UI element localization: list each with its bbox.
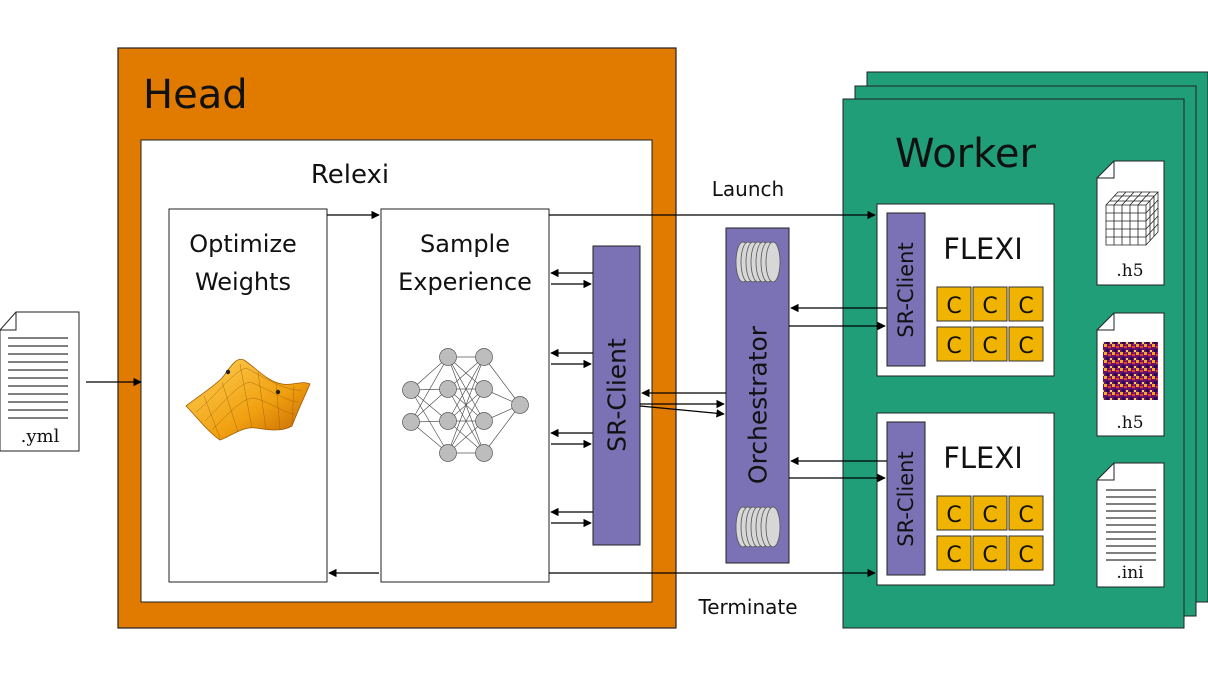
sample-label-line1: Sample	[420, 230, 510, 258]
flexi-label-1: FLEXI	[943, 232, 1023, 266]
core-cell	[1008, 495, 1044, 531]
document-icon	[8, 337, 68, 419]
core-cell	[936, 286, 972, 322]
params-file-label: .ini	[1116, 563, 1144, 583]
params-file: .ini	[1096, 462, 1165, 588]
head-sr-client-box	[592, 245, 641, 546]
mesh-cube-icon	[1105, 191, 1159, 246]
core-cell	[972, 326, 1008, 362]
sample-label-line2: Experience	[398, 268, 532, 296]
field-file-label: .h5	[1116, 413, 1143, 433]
document-icon	[1106, 489, 1156, 561]
surface-plot-icon	[185, 358, 311, 441]
input-file: .yml	[0, 311, 80, 452]
core-cell	[1008, 326, 1044, 362]
core-cell	[936, 495, 972, 531]
terminate-label: Terminate	[697, 595, 797, 619]
core-cell	[972, 495, 1008, 531]
optimize-label-line2: Weights	[195, 268, 291, 296]
worker-title: Worker	[895, 131, 1036, 177]
core-cell	[972, 286, 1008, 322]
noise-field-icon	[1103, 342, 1158, 400]
core-label: C	[982, 503, 997, 528]
core-label: C	[1018, 543, 1033, 568]
launch-label: Launch	[712, 177, 784, 201]
worker-sr-client-label-1: SR-Client	[894, 242, 918, 337]
core-label: C	[1018, 334, 1033, 359]
field-file: .h5	[1096, 312, 1165, 437]
database-icon	[735, 241, 781, 283]
core-label: C	[982, 543, 997, 568]
core-label: C	[946, 503, 961, 528]
flexi-label-2: FLEXI	[943, 441, 1023, 475]
head-panel: Head Relexi Optimize Weights Sa	[117, 47, 677, 629]
input-file-label: .yml	[21, 426, 60, 447]
mesh-file-label: .h5	[1116, 261, 1143, 281]
worker-sr-client-label-2: SR-Client	[894, 451, 918, 546]
core-grid-2: C C C C C C	[936, 495, 1044, 571]
core-label: C	[946, 334, 961, 359]
core-label: C	[946, 543, 961, 568]
nn-nodes	[402, 348, 529, 462]
connector-arrows	[86, 210, 887, 578]
core-label: C	[1018, 503, 1033, 528]
neural-network-icon	[402, 348, 529, 462]
mesh-file: .h5	[1096, 160, 1165, 286]
worker-panel: Worker SR-Client FLEXI C C C C C C SR-Cl…	[842, 71, 1208, 629]
core-cell	[936, 535, 972, 571]
core-label: C	[946, 294, 961, 319]
core-label: C	[982, 294, 997, 319]
worker-sr-client-box-2	[886, 421, 926, 576]
core-grid-1: C C C C C C	[936, 286, 1044, 362]
core-label: C	[982, 334, 997, 359]
core-cell	[1008, 286, 1044, 322]
head-sr-client-label: SR-Client	[603, 338, 632, 452]
orchestrator-panel: Orchestrator	[725, 227, 790, 564]
orchestrator-label: Orchestrator	[744, 325, 773, 484]
worker-sr-client-box-1	[886, 212, 926, 367]
optimize-label-line1: Optimize	[189, 230, 297, 258]
core-cell	[1008, 535, 1044, 571]
head-title: Head	[143, 72, 248, 118]
relexi-title: Relexi	[311, 160, 389, 190]
core-cell	[972, 535, 1008, 571]
core-label: C	[1018, 294, 1033, 319]
database-icon	[735, 506, 781, 548]
core-cell	[936, 326, 972, 362]
